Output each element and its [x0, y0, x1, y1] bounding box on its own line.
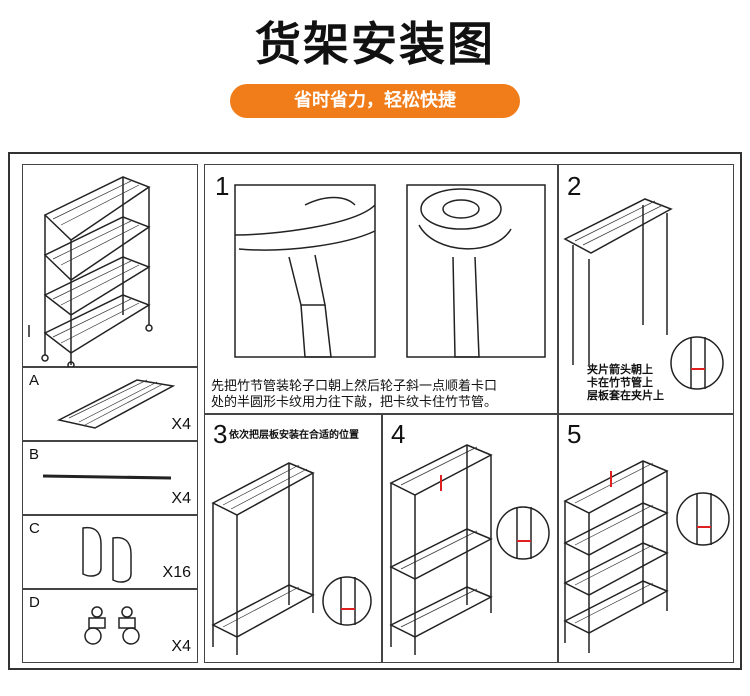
step-3-number: 3	[213, 419, 228, 449]
part-c-qty: X16	[162, 564, 191, 581]
step-2-note-line-2: 卡在竹节管上	[587, 376, 653, 389]
part-d-letter: D	[29, 594, 40, 611]
step-2-box: 2 夹片箭头朝上 卡在竹节管上 层板套在夹片上	[558, 164, 734, 414]
caster-wheel-illustration	[84, 606, 140, 645]
overview-box	[22, 164, 198, 368]
page-title: 货架安装图	[255, 17, 495, 71]
step-4-number: 4	[391, 419, 406, 449]
step-3-caption: 依次把层板安装在合适的位置	[229, 430, 359, 441]
step-2-illustration	[563, 198, 724, 390]
part-c-letter: C	[29, 520, 40, 537]
step-2-number: 2	[567, 171, 582, 201]
step-3-box: 3 依次把层板安装在合适的位置	[204, 414, 382, 663]
part-b-box: B X4	[22, 441, 198, 515]
part-a-qty: X4	[171, 416, 191, 433]
part-b-qty: X4	[171, 490, 191, 507]
step-5-illustration	[563, 460, 730, 653]
step-5-box: 5	[558, 414, 734, 663]
step-3-illustration	[211, 462, 372, 655]
step-1-box: 1 先把竹节管装轮子口朝上然后轮子斜一点顺着卡口 处的半圆形卡纹用力往下敲，把卡…	[204, 164, 558, 414]
part-d-qty: X4	[171, 638, 191, 655]
step-4-illustration	[389, 444, 550, 655]
part-a-box: A X4	[22, 367, 198, 441]
subtitle-badge: 省时省力，轻松快捷	[230, 84, 520, 118]
step-1-caption-line-2: 处的半圆形卡纹用力往下敲，把卡纹卡住竹节管。	[211, 395, 498, 410]
step-5-number: 5	[567, 419, 582, 449]
step-1-caption-line-1: 先把竹节管装轮子口朝上然后轮子斜一点顺着卡口	[211, 379, 498, 394]
instruction-frame: A X4 B X4 C X16 D X4	[8, 152, 742, 670]
shelf-panel-illustration	[56, 379, 176, 429]
part-d-box: D X4	[22, 589, 198, 663]
step-1-number: 1	[215, 171, 230, 201]
clip-illustration	[82, 526, 132, 583]
pole-illustration	[42, 474, 172, 480]
rack-overview-illustration	[28, 176, 153, 368]
step-2-note-line-3: 层板套在夹片上	[587, 389, 664, 402]
step-1-detail-left	[234, 184, 546, 358]
step-4-box: 4	[382, 414, 558, 663]
part-c-box: C X16	[22, 515, 198, 589]
step-2-note-line-1: 夹片箭头朝上	[587, 363, 653, 376]
part-a-letter: A	[29, 372, 40, 389]
part-b-letter: B	[29, 446, 40, 463]
